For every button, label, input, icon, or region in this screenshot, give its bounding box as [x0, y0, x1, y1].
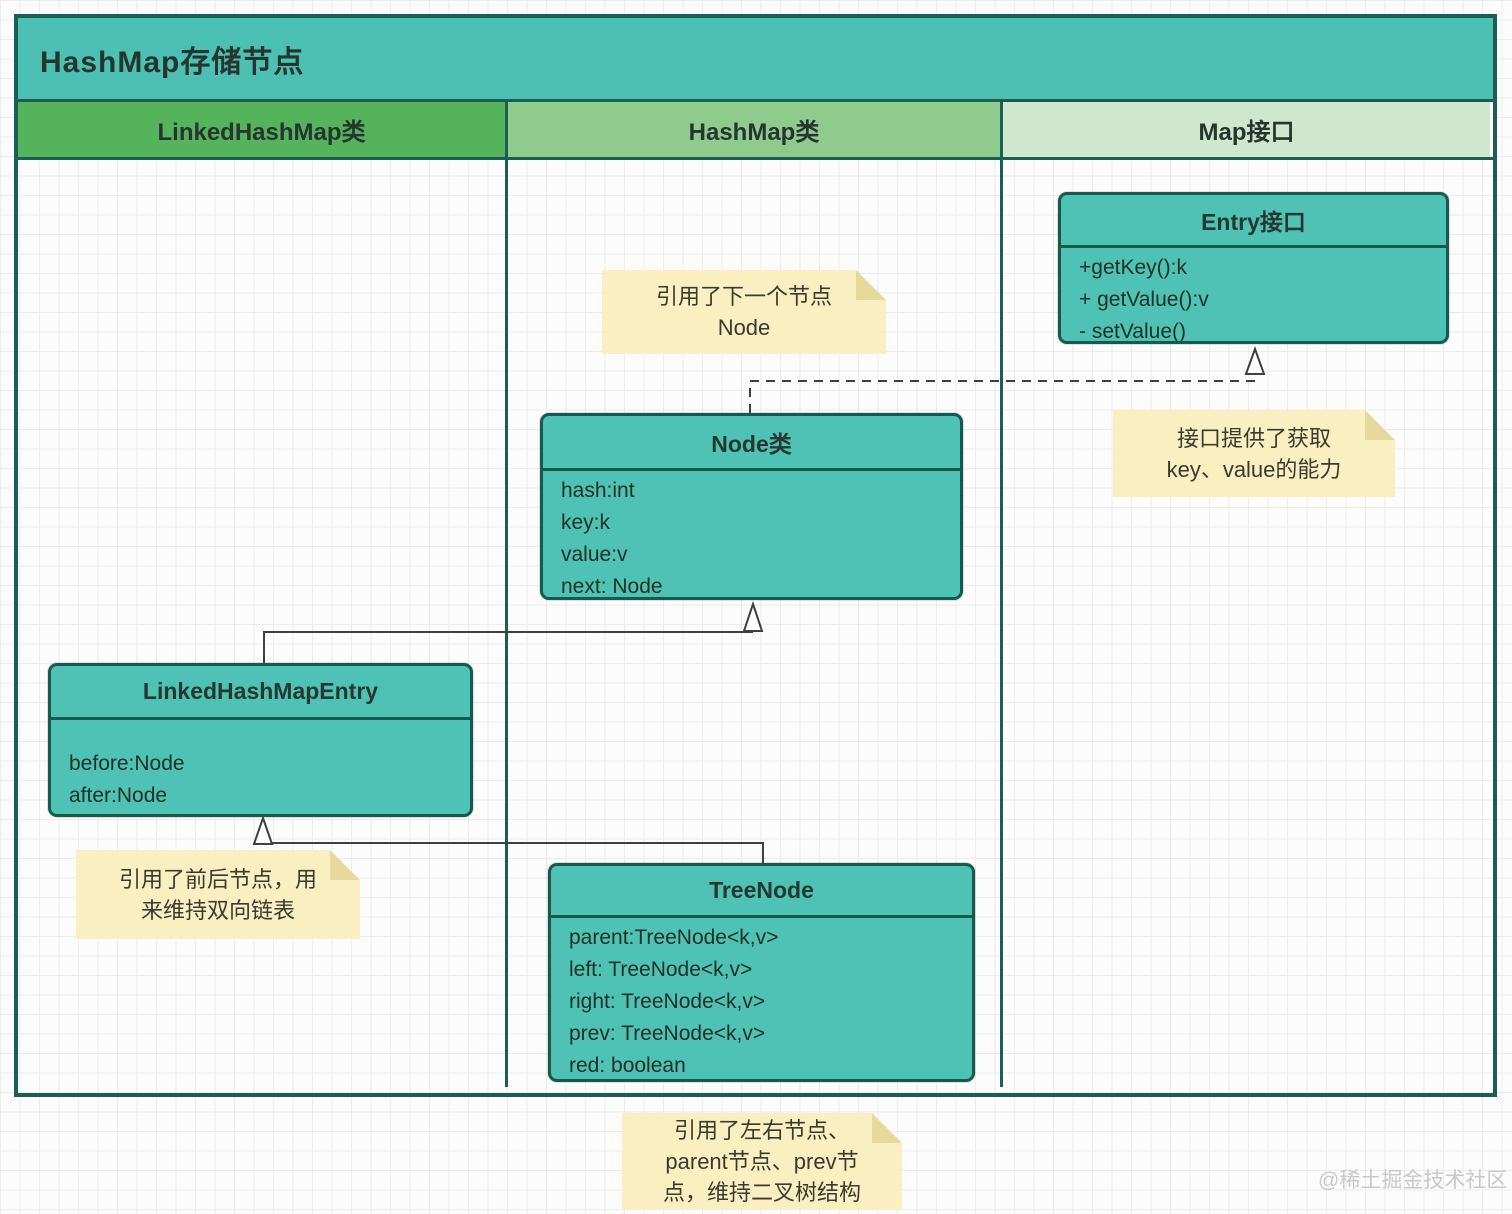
diagram-title-bar: HashMap存储节点 [18, 18, 1493, 102]
note-doubly-linked-list: 引用了前后节点，用 来维持双向链表 [76, 850, 360, 939]
class-member: next: Node [561, 575, 663, 598]
class-title: Node类 [543, 416, 960, 471]
class-member: right: TreeNode<k,v> [569, 990, 766, 1013]
class-member: red: boolean [569, 1054, 686, 1077]
class-members: before:Node after:Node [51, 720, 470, 812]
note-text: 引用了左右节点、 parent节点、prev节 点，维持二叉树结构 [662, 1118, 861, 1205]
class-member: left: TreeNode<k,v> [569, 958, 753, 981]
class-member: +getKey():k [1079, 256, 1187, 279]
lane-body-linkedhashmap [18, 160, 508, 1087]
class-title: LinkedHashMapEntry [51, 666, 470, 720]
lane-header-map: Map接口 [1003, 102, 1490, 157]
class-member: - setValue() [1079, 320, 1186, 343]
class-box-treenode: TreeNode parent:TreeNode<k,v> left: Tree… [548, 863, 975, 1082]
class-box-node: Node类 hash:int key:k value:v next: Node [540, 413, 963, 600]
note-next-node: 引用了下一个节点 Node [602, 270, 886, 354]
class-title: TreeNode [551, 866, 972, 918]
diagram-title: HashMap存储节点 [40, 45, 305, 79]
lane-header-hashmap: HashMap类 [508, 102, 1003, 157]
class-box-entry-interface: Entry接口 +getKey():k + getValue():v - set… [1058, 192, 1449, 344]
note-fold-corner [872, 1113, 902, 1143]
watermark: @稀土掘金技术社区 [1318, 1169, 1508, 1192]
class-title: Entry接口 [1061, 195, 1446, 248]
class-member: prev: TreeNode<k,v> [569, 1022, 766, 1045]
class-member: value:v [561, 543, 628, 566]
class-members: parent:TreeNode<k,v> left: TreeNode<k,v>… [551, 918, 972, 1079]
class-members: +getKey():k + getValue():v - setValue() [1061, 248, 1446, 343]
note-text: 引用了前后节点，用 来维持双向链表 [118, 866, 317, 923]
lane-body-hashmap [508, 160, 1003, 1087]
class-member: key:k [561, 511, 611, 534]
class-box-linkedhashmapentry: LinkedHashMapEntry before:Node after:Nod… [48, 663, 473, 817]
class-members: hash:int key:k value:v next: Node [543, 471, 960, 598]
lane-header-row: LinkedHashMap类 HashMap类 Map接口 [18, 102, 1493, 160]
class-member: hash:int [561, 479, 635, 502]
note-text: 接口提供了获取 key、value的能力 [1166, 425, 1342, 482]
lane-bodies [18, 160, 1493, 1087]
class-member: after:Node [69, 784, 168, 807]
class-member: + getValue():v [1079, 288, 1209, 311]
lane-header-linkedhashmap: LinkedHashMap类 [18, 102, 508, 157]
note-interface-ability: 接口提供了获取 key、value的能力 [1113, 410, 1395, 497]
class-member: before:Node [69, 752, 185, 775]
note-text: 引用了下一个节点 Node [655, 284, 832, 340]
diagram-frame: HashMap存储节点 LinkedHashMap类 HashMap类 Map接… [14, 14, 1497, 1097]
class-member: parent:TreeNode<k,v> [569, 926, 779, 949]
note-binary-tree: 引用了左右节点、 parent节点、prev节 点，维持二叉树结构 [622, 1113, 902, 1210]
